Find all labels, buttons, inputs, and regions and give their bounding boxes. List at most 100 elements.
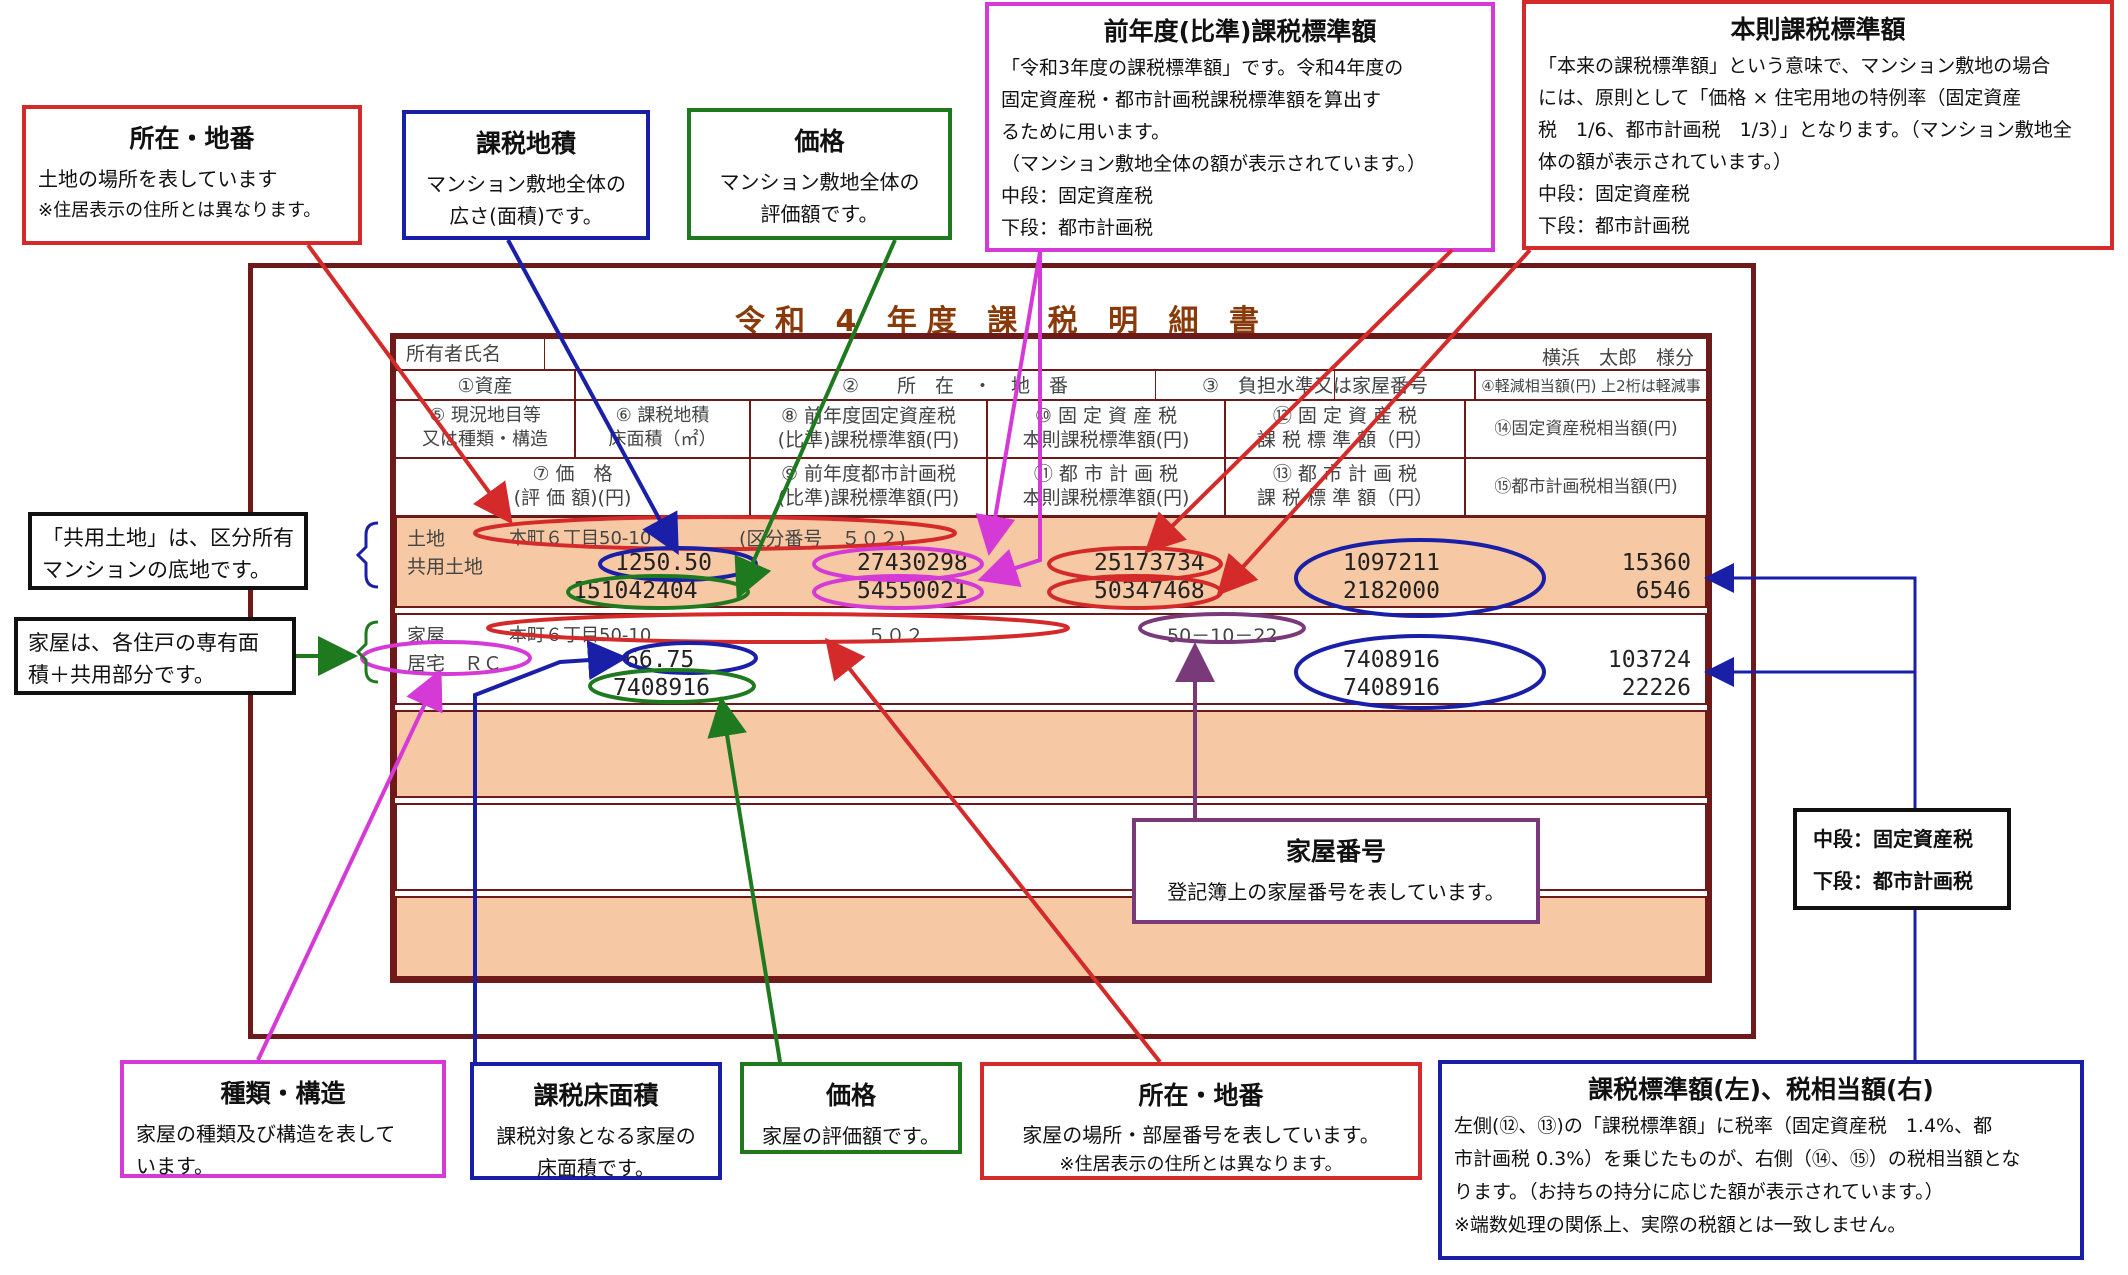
callout-house-note: 家屋は、各住戸の専有面 積＋共用部分です。 [14, 617, 296, 695]
header-asset: ①資産 [395, 370, 575, 400]
callout-line: ※住居表示の住所とは異なります。 [1059, 1154, 1343, 1175]
header-col8: ⑧ 前年度固定資産税 (比準)課税標準額(円) [750, 400, 987, 458]
callout-kind-structure-title: 種類・構造 [220, 1079, 346, 1108]
house-price: 7408916 [613, 675, 710, 701]
owner-cell: 横浜 太郎 様分 [545, 338, 1707, 370]
land-address: 本町６丁目50-10 [509, 528, 652, 549]
header-burden: ③ 負担水準又は家屋番号 [1155, 370, 1475, 400]
header-col11: ⑪ 都 市 計 画 税 本則課税標準額(円) [987, 458, 1225, 516]
header-col13: ⑬ 都 市 計 画 税 課 税 標 準 額（円） [1225, 458, 1465, 516]
callout-line: 積＋共用部分です。 [28, 663, 215, 687]
callout-location-top: 所在・地番 土地の場所を表しています ※住居表示の住所とは異なります。 [22, 105, 362, 245]
house-kind: 居宅 ＲＣ [407, 653, 503, 675]
callout-kind-structure: 種類・構造 家屋の種類及び構造を表して います。 [120, 1060, 446, 1178]
callout-line: 課税対象となる家屋の [496, 1124, 696, 1148]
callout-line: 家屋の種類及び構造を表して [136, 1122, 396, 1146]
callout-line: （マンション敷地全体の額が表示されています。） [1001, 153, 1427, 175]
callout-line: 下段：都市計画税 [1813, 869, 1973, 893]
callout-line: 「共用土地」は、区分所有 [42, 526, 294, 550]
land-std-city: 2182000 [1343, 578, 1440, 604]
callout-line: 下段：都市計画税 [1538, 215, 1691, 237]
header-col14: ⑭固定資産税相当額(円) [1465, 400, 1707, 458]
house-area: 66.75 [625, 647, 695, 673]
callout-line: には、原則として「価格 × 住宅用地の特例率（固定資産 [1538, 87, 2022, 109]
callout-line: 床面積です。 [537, 1156, 655, 1180]
land-std-fixed: 1097211 [1343, 550, 1440, 576]
land-area: 1250.50 [615, 550, 712, 576]
callout-line: 登記簿上の家屋番号を表しています。 [1167, 880, 1505, 904]
callout-location-bottom: 所在・地番 家屋の場所・部屋番号を表しています。 ※住居表示の住所とは異なります… [980, 1062, 1422, 1180]
callout-price-bottom-title: 価格 [825, 1081, 876, 1110]
house-tax-fixed: 103724 [1607, 647, 1691, 673]
header-col12: ⑫ 固 定 資 産 税 課 税 標 準 額（円） [1225, 400, 1465, 458]
callout-line: るために用います。 [1001, 121, 1171, 143]
callout-line: マンション敷地全体の [719, 170, 920, 194]
house-room-number: ５０２ [867, 625, 925, 647]
land-block: 土地 本町６丁目50-10 (区分番号 ５０２) 共用土地 1250.50 15… [395, 516, 1707, 608]
callout-line: 「本来の課税標準額」という意味で、マンション敷地の場合 [1538, 55, 2051, 77]
callout-base-std-title: 本則課税標準額 [1730, 15, 1906, 44]
callout-line: マンション敷地全体の [426, 172, 626, 196]
callout-line: 体の額が表示されています。） [1538, 151, 1793, 173]
callout-line: います。 [136, 1154, 214, 1178]
owner-name: 横浜 太郎 様分 [1541, 347, 1694, 369]
callout-std-tax: 課税標準額(左)、税相当額(右) 左側(⑫、⑬)の「課税標準額」に税率（固定資産… [1438, 1060, 2084, 1260]
callout-line: 下段：都市計画税 [1001, 217, 1154, 239]
callout-line: 広さ(面積)です。 [449, 204, 603, 228]
house-std-fixed: 7408916 [1343, 647, 1440, 673]
callout-line: 家屋の評価額です。 [762, 1124, 940, 1148]
house-std-city: 7408916 [1343, 675, 1440, 701]
house-tax-city: 22226 [1621, 675, 1691, 701]
callout-price-bottom: 価格 家屋の評価額です。 [740, 1062, 962, 1154]
land-base-fixed: 25173734 [1094, 550, 1205, 576]
header-col6: ⑥ 課税地積 床面積（㎡） [575, 400, 750, 458]
owner-label: 所有者氏名 [395, 338, 545, 370]
callout-floor-area-title: 課税床面積 [533, 1081, 659, 1110]
land-prev-fixed: 27430298 [857, 550, 968, 576]
callout-line: ります。（お持ちの持分に応じた額が表示されています。） [1454, 1181, 1944, 1203]
header-reduction: ④軽減相当額(円) 上2桁は軽減事由 [1475, 370, 1707, 400]
callout-prev-year-title: 前年度(比準)課税標準額 [1103, 17, 1377, 46]
callout-line: 左側(⑫、⑬)の「課税標準額」に税率（固定資産税 1.4%、都 [1454, 1115, 1993, 1137]
callout-location-top-title: 所在・地番 [129, 124, 255, 153]
callout-line: ※住居表示の住所とは異なります。 [38, 200, 322, 221]
land-base-city: 50347468 [1094, 578, 1205, 604]
callout-line: 市計画税 0.3%）を乗じたものが、右側（⑭、⑮）の税相当額とな [1454, 1148, 2021, 1170]
callout-floor-area: 課税床面積 課税対象となる家屋の 床面積です。 [470, 1062, 722, 1180]
house-address: 本町６丁目50-10 [509, 625, 652, 646]
callout-line: 中段：固定資産税 [1001, 185, 1154, 207]
callout-line: 「令和3年度の課税標準額」です。令和4年度の [1001, 57, 1404, 79]
callout-line: 家屋の場所・部屋番号を表しています。 [1022, 1123, 1380, 1147]
land-prev-city: 54550021 [857, 578, 968, 604]
callout-base-std: 本則課税標準額 「本来の課税標準額」という意味で、マンション敷地の場合 には、原… [1522, 0, 2114, 250]
callout-line: 評価額です。 [760, 202, 879, 226]
house-block: 家屋 本町６丁目50-10 ５０２ 50－10－22 居宅 ＲＣ 66.75 7… [395, 613, 1707, 705]
header-col5: ⑤ 現況地目等 又は種類・構造 [395, 400, 575, 458]
land-tax-fixed: 15360 [1621, 550, 1691, 576]
callout-line: ※端数処理の関係上、実際の税額とは一致しません。 [1454, 1214, 1907, 1236]
callout-line: 中段：固定資産税 [1538, 183, 1691, 205]
land-asset-label: 土地 [407, 528, 446, 550]
callout-tax-area: 課税地積 マンション敷地全体の 広さ(面積)です。 [402, 110, 650, 240]
header-col7: ⑦ 価 格 (評 価 額)(円) [395, 458, 750, 516]
callout-line: 税 1/6、都市計画税 1/3）」となります。（マンション敷地全 [1538, 119, 2072, 141]
land-unit-number: (区分番号 ５０２) [739, 528, 906, 550]
header-col15: ⑮都市計画税相当額(円) [1465, 458, 1707, 516]
callout-line: 土地の場所を表しています [38, 167, 278, 191]
callout-tax-area-title: 課税地積 [475, 129, 576, 158]
callout-price-top-title: 価格 [794, 127, 845, 156]
callout-house-number-title: 家屋番号 [1285, 837, 1386, 866]
callout-house-number: 家屋番号 登記簿上の家屋番号を表しています。 [1132, 818, 1540, 924]
callout-line: 固定資産税・都市計画税課税標準額を算出す [1001, 89, 1382, 111]
header-col9: ⑨ 前年度都市計画税 (比準)課税標準額(円) [750, 458, 987, 516]
callout-shared-land: 「共用土地」は、区分所有 マンションの底地です。 [28, 512, 308, 590]
callout-line: 中段：固定資産税 [1813, 827, 1973, 851]
callout-price-top: 価格 マンション敷地全体の 評価額です。 [687, 108, 952, 240]
callout-location-bottom-title: 所在・地番 [1138, 1081, 1264, 1110]
callout-line: マンションの底地です。 [42, 558, 271, 582]
callout-std-tax-title: 課税標準額(左)、税相当額(右) [1588, 1075, 1934, 1104]
land-tax-city: 6546 [1635, 578, 1691, 604]
land-price: 151042404 [573, 578, 698, 604]
callout-mid-low: 中段：固定資産税 下段：都市計画税 [1793, 808, 2011, 910]
empty-block-1 [395, 710, 1707, 798]
